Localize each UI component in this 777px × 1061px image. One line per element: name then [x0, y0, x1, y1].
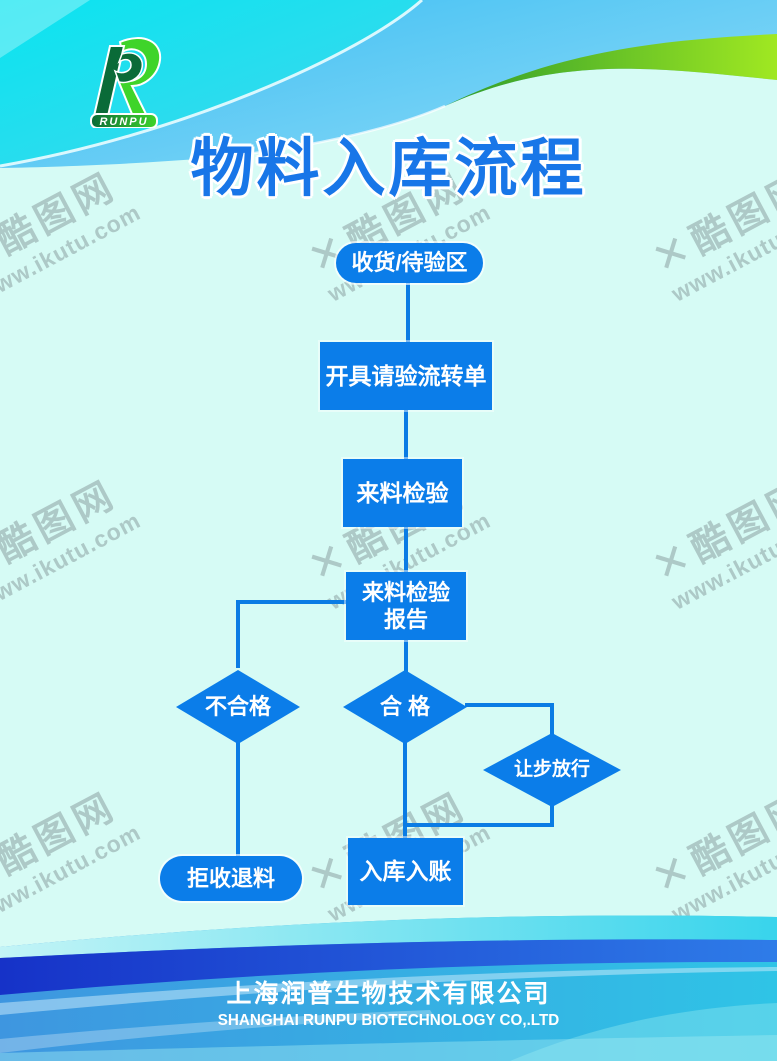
decision-unqualified: 不合格: [176, 670, 300, 744]
node-label: 来料检验: [361, 579, 450, 605]
watermark-mark: 酷图网: [0, 785, 124, 884]
watermark-mark: 酷图网: [0, 473, 124, 572]
logo-banner: [90, 113, 158, 128]
node-reject-return: 拒收退料: [160, 856, 302, 901]
white-edge-right: [209, 104, 446, 160]
node-label: 让步放行: [513, 759, 590, 781]
watermark-url: www.ikutu.com: [667, 506, 777, 615]
runpu-logo: RUNPU: [90, 37, 162, 128]
footer-blue-ribbon: [0, 939, 777, 995]
kutu-logo-icon: ✕: [644, 842, 703, 903]
node-label: 拒收退料: [186, 865, 275, 891]
company-name-en: SHANGHAI RUNPU BIOTECHNOLOGY CO,.LTD: [217, 1012, 560, 1029]
decision-concession-release: 让步放行: [483, 733, 621, 807]
watermark-url: www.ikutu.com: [0, 506, 145, 615]
node-incoming-inspection: 来料检验: [343, 459, 462, 527]
company-name-cn: 上海润普生物技术有限公司: [226, 980, 551, 1008]
connector-pass-concession: [465, 703, 554, 735]
watermark: ✕酷图网 www.ikutu.com: [0, 778, 145, 926]
footer-corner-light: [510, 1003, 777, 1061]
logo-brand-text: RUNPU: [99, 116, 148, 128]
node-warehouse-entry: 入库入账: [348, 838, 463, 905]
watermark-mark: 酷图网: [684, 785, 777, 884]
footer-bottom-strip: [0, 1035, 777, 1061]
kutu-logo-icon: ✕: [0, 842, 9, 903]
footer-streak-2: [0, 1010, 434, 1053]
node-label: 入库入账: [359, 858, 452, 885]
decision-qualified: 合 格: [343, 670, 467, 744]
node-receiving-area: 收货/待验区: [336, 243, 483, 283]
watermark: ✕酷图网 www.ikutu.com: [645, 466, 777, 614]
node-label: 开具请验流转单: [325, 362, 487, 389]
connector-report-fail: [236, 600, 348, 668]
logo-r-bowl: [113, 52, 144, 84]
kutu-logo-icon: ✕: [0, 530, 9, 591]
kutu-logo-icon: ✕: [644, 530, 703, 591]
node-label: 不合格: [204, 694, 271, 720]
footer-swoosh-art: [0, 915, 777, 1061]
node-label: 合 格: [379, 694, 431, 720]
node-inspection-report: 来料检验 报告: [346, 572, 466, 640]
node-label: 收货/待验区: [351, 250, 468, 276]
connector-concession-stock: [407, 805, 554, 827]
node-inspection-ticket: 开具请验流转单: [320, 342, 492, 410]
node-label: 来料检验: [356, 479, 449, 506]
footer-cyan-band: [0, 915, 777, 958]
white-edge-left: [0, 0, 423, 168]
watermark: ✕酷图网 www.ikutu.com: [0, 466, 145, 614]
node-label-line2: 报告: [383, 607, 428, 632]
corner-highlight: [0, 0, 90, 58]
watermark: ✕酷图网 www.ikutu.com: [645, 778, 777, 926]
watermark-mark: 酷图网: [684, 473, 777, 572]
poster-title: 物料入库流程: [190, 134, 587, 204]
pale-overlay: [0, 68, 777, 265]
top-swoosh-art: [0, 0, 777, 265]
green-swoosh: [445, 34, 777, 106]
footer-streak-1: [0, 967, 777, 1015]
